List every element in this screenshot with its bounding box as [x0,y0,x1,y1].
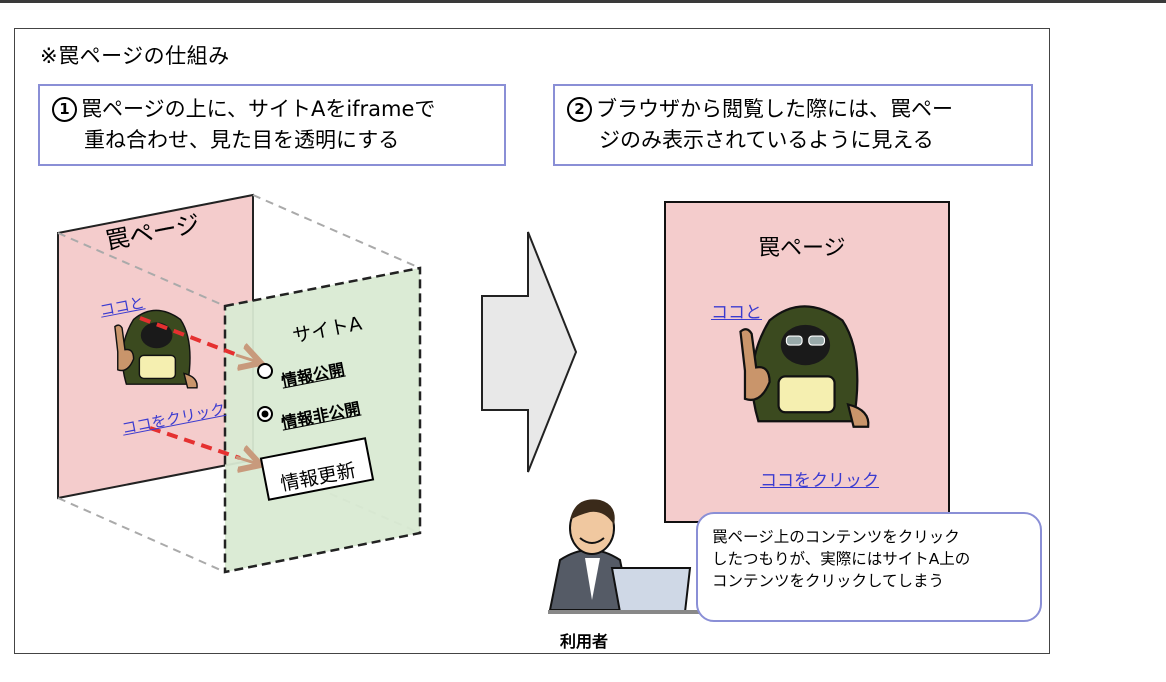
speech-line2: したつもりが、実際にはサイトA上の [712,550,971,568]
transition-arrow-icon [481,231,578,473]
speech-line3: コンテンツをクリックしてしまう [712,572,945,590]
step1-line2: 重ね合わせ、見た目を透明にする [84,128,400,152]
diagram-title: ※罠ページの仕組み [40,44,230,68]
step2-line1: ブラウザから閲覧した際には、罠ペー [596,97,953,121]
user-at-laptop-icon [548,499,700,614]
step2-line2: ジのみ表示されているように見える [599,128,934,152]
trap-link-here-right: ココと [711,303,762,323]
radio-unselected-icon [257,363,273,379]
step1-number-icon: 1 [52,97,77,122]
user-label: 利用者 [560,632,609,651]
trap-page-title-right: 罠ページ [758,236,846,261]
hooded-attacker-icon-large [739,305,870,428]
speech-bubble: 罠ページ上のコンテンツをクリック したつもりが、実際にはサイトA上の コンテンツ… [696,512,1042,622]
update-button-box [259,437,375,501]
step1-line1: 罠ページの上に、サイトAをiframeで [81,97,436,121]
step2-number-icon: 2 [567,97,592,122]
hooded-attacker-icon-small [114,309,198,389]
trap-link-click-right: ココをクリック [760,471,879,491]
click-redirect-arrows [139,316,258,464]
top-divider [0,0,1166,3]
speech-line1: 罠ページ上のコンテンツをクリック [712,528,960,546]
